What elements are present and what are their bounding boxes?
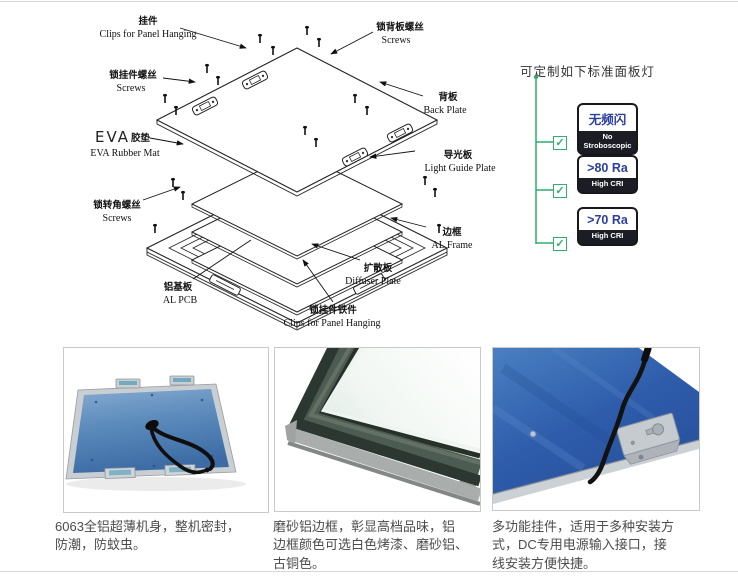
label-en: Light Guide Plate <box>424 163 496 174</box>
label-en: AL Frame <box>431 240 473 251</box>
photo-mount-bracket-image <box>490 342 700 504</box>
label-eva: EVA 胶垫 EVA Rubber Mat <box>90 128 159 159</box>
eva-mat-layer <box>190 151 404 260</box>
badge-subtitle-line: High CRI <box>591 179 624 188</box>
label-en: Clips for Panel Hanging <box>100 29 197 40</box>
caption-line: 线安装方便快捷。 <box>492 555 597 571</box>
exploded-diagram: 挂件 Clips for Panel Hanging 锁背板螺丝 Screws … <box>90 15 496 331</box>
label-al-frame: 边框 AL Frame <box>431 226 473 251</box>
label-back-plate: 背板 Back Plate <box>423 91 467 116</box>
badge-cri-70: >70 Ra High CRI <box>577 207 638 246</box>
back-plate-layer <box>155 47 439 197</box>
connector-tree <box>533 74 554 244</box>
badge-title: >70 Ra <box>579 209 636 230</box>
label-zh: 锁挂件铁件 <box>309 304 357 316</box>
badge-subtitle: No Stroboscopic <box>579 131 636 153</box>
label-clips-bottom: 锁挂件铁件 Clips for Panel Hanging <box>284 304 381 329</box>
caption-line: 6063全铝超薄机身，整机密封， <box>55 519 240 534</box>
check-icon: ✓ <box>553 136 567 150</box>
label-zh: 锁挂件螺丝 <box>109 69 157 81</box>
label-screws-clip: 锁挂件螺丝 Screws <box>109 69 157 94</box>
label-al-pcb: 铝基板 AL PCB <box>163 281 198 306</box>
check-icon: ✓ <box>553 184 567 198</box>
badge-no-stroboscopic: 无频闪 No Stroboscopic <box>577 103 638 155</box>
label-zh: 扩散板 <box>364 262 393 274</box>
badge-subtitle-line: High CRI <box>591 231 624 240</box>
label-diffuser: 扩散板 Diffuser Plate <box>345 262 401 287</box>
photo-panel-back <box>63 347 269 513</box>
caption-line: 磨砂铝边框，彰显高档品味，铝 <box>273 519 456 534</box>
caption-photo-1: 6063全铝超薄机身，整机密封， 防潮，防蚊虫。 <box>55 518 275 555</box>
label-en: AL PCB <box>163 295 198 306</box>
mounting-bracket <box>616 412 681 465</box>
top-border-line <box>0 1 738 2</box>
label-zh: 铝基板 <box>164 281 193 293</box>
callout-arrows <box>142 27 427 303</box>
badge-subtitle: High CRI <box>579 178 636 192</box>
photo-panel-back-image <box>65 375 246 491</box>
label-zh: 边框 <box>441 226 462 238</box>
caption-photo-3: 多功能挂件，适用于多种安装方 式，DC专用电源输入接口，接 线安装方便快捷。 <box>492 518 720 573</box>
caption-line: 古铜色。 <box>273 555 326 571</box>
photo-mount-bracket <box>490 342 700 511</box>
label-en: Diffuser Plate <box>345 276 401 287</box>
badge-subtitle-line: No <box>602 132 613 141</box>
bottom-border-line <box>0 571 738 572</box>
photo-frame-corner <box>274 325 483 512</box>
badge-cri-80: >80 Ra High CRI <box>577 155 638 194</box>
label-zh-big: EVA <box>95 128 130 146</box>
badge-subtitle: High CRI <box>579 230 636 244</box>
label-en: Back Plate <box>423 105 467 116</box>
label-en: Screws <box>382 35 411 46</box>
caption-photo-2: 磨砂铝边框，彰显高档品味，铝 边框颜色可选白色烤漆、磨砂铝、 古铜色。 <box>273 518 495 573</box>
label-zh: 锁背板螺丝 <box>376 21 424 33</box>
label-screws-corner: 锁转角螺丝 Screws <box>93 199 141 224</box>
power-cable <box>145 419 215 475</box>
label-light-guide: 导光板 Light Guide Plate <box>424 149 496 174</box>
photo-frame-corner-image <box>285 325 483 506</box>
label-zh: 导光板 <box>444 149 473 161</box>
caption-line: 防潮，防蚊虫。 <box>55 537 147 553</box>
check-icon: ✓ <box>553 237 567 251</box>
badge-subtitle-line: Stroboscopic <box>583 140 632 150</box>
label-en: Screws <box>117 83 146 94</box>
label-zh: 胶垫 <box>131 132 151 144</box>
customizable-header: 可定制如下标准面板灯 <box>520 65 656 79</box>
label-en: EVA Rubber Mat <box>90 148 159 159</box>
label-zh: 挂件 <box>138 15 158 27</box>
badge-title: >80 Ra <box>579 157 636 178</box>
caption-line: 多功能挂件，适用于多种安装方 <box>492 519 675 534</box>
caption-line: 边框颜色可选白色烤漆、磨砂铝、 <box>273 537 469 553</box>
caption-line: 式，DC专用电源输入接口，接 <box>492 537 667 553</box>
badge-title: 无频闪 <box>579 105 636 131</box>
label-en: Clips for Panel Hanging <box>284 318 381 329</box>
hanging-bracket <box>104 375 196 479</box>
label-zh: 锁转角螺丝 <box>93 199 141 211</box>
label-zh: 背板 <box>438 91 458 103</box>
label-en: Screws <box>103 213 132 224</box>
label-screws-back: 锁背板螺丝 Screws <box>376 21 424 46</box>
label-clips-top: 挂件 Clips for Panel Hanging <box>100 15 197 40</box>
